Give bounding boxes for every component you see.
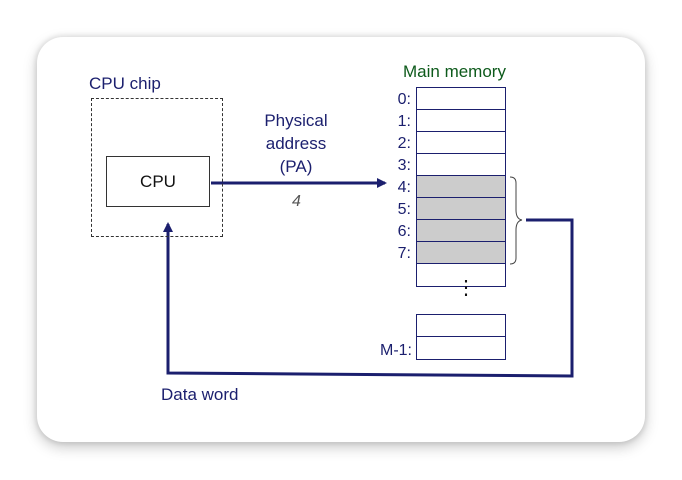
physical-address-line-1: Physical (264, 111, 328, 130)
memory-ellipsis: ⋮ (456, 277, 476, 299)
cpu-chip-label: CPU chip (89, 74, 161, 93)
memory-cell-6 (417, 220, 505, 242)
memory-lower-block (416, 314, 506, 360)
shaded-rows-brace (509, 176, 523, 265)
cpu-label: CPU (140, 171, 176, 191)
address-label-6: 6: (397, 223, 411, 240)
data-return-arrow (163, 218, 574, 378)
address-label-3: 3: (397, 157, 411, 174)
cpu-chip-boundary (91, 98, 223, 237)
memory-cell-4 (417, 176, 505, 198)
memory-cell-0 (417, 88, 505, 110)
physical-address-value: 4 (292, 193, 301, 210)
memory-cell-8 (417, 264, 505, 286)
physical-address-line-2: address (265, 134, 327, 153)
address-label-4: 4: (397, 179, 411, 196)
data-word-label: Data word (161, 385, 239, 404)
memory-cell-1 (417, 110, 505, 132)
cpu-box: CPU (106, 156, 210, 207)
physical-address-label: Physical address (PA) (250, 109, 342, 178)
memory-cell-5 (417, 198, 505, 220)
address-label-1: 1: (397, 113, 411, 130)
address-label-7: 7: (397, 245, 411, 262)
memory-cell-m-1 (417, 337, 505, 359)
address-label-0: 0: (397, 91, 411, 108)
memory-cell-7 (417, 242, 505, 264)
memory-cell-3 (417, 154, 505, 176)
main-memory-title: Main memory (403, 62, 506, 81)
physical-address-line-3: (PA) (279, 157, 313, 176)
memory-cell-m-2 (417, 315, 505, 337)
address-label-5: 5: (397, 201, 411, 218)
address-label-2: 2: (397, 135, 411, 152)
memory-upper-block (416, 87, 506, 287)
memory-cell-2 (417, 132, 505, 154)
address-label-m-1: M-1: (380, 342, 412, 359)
